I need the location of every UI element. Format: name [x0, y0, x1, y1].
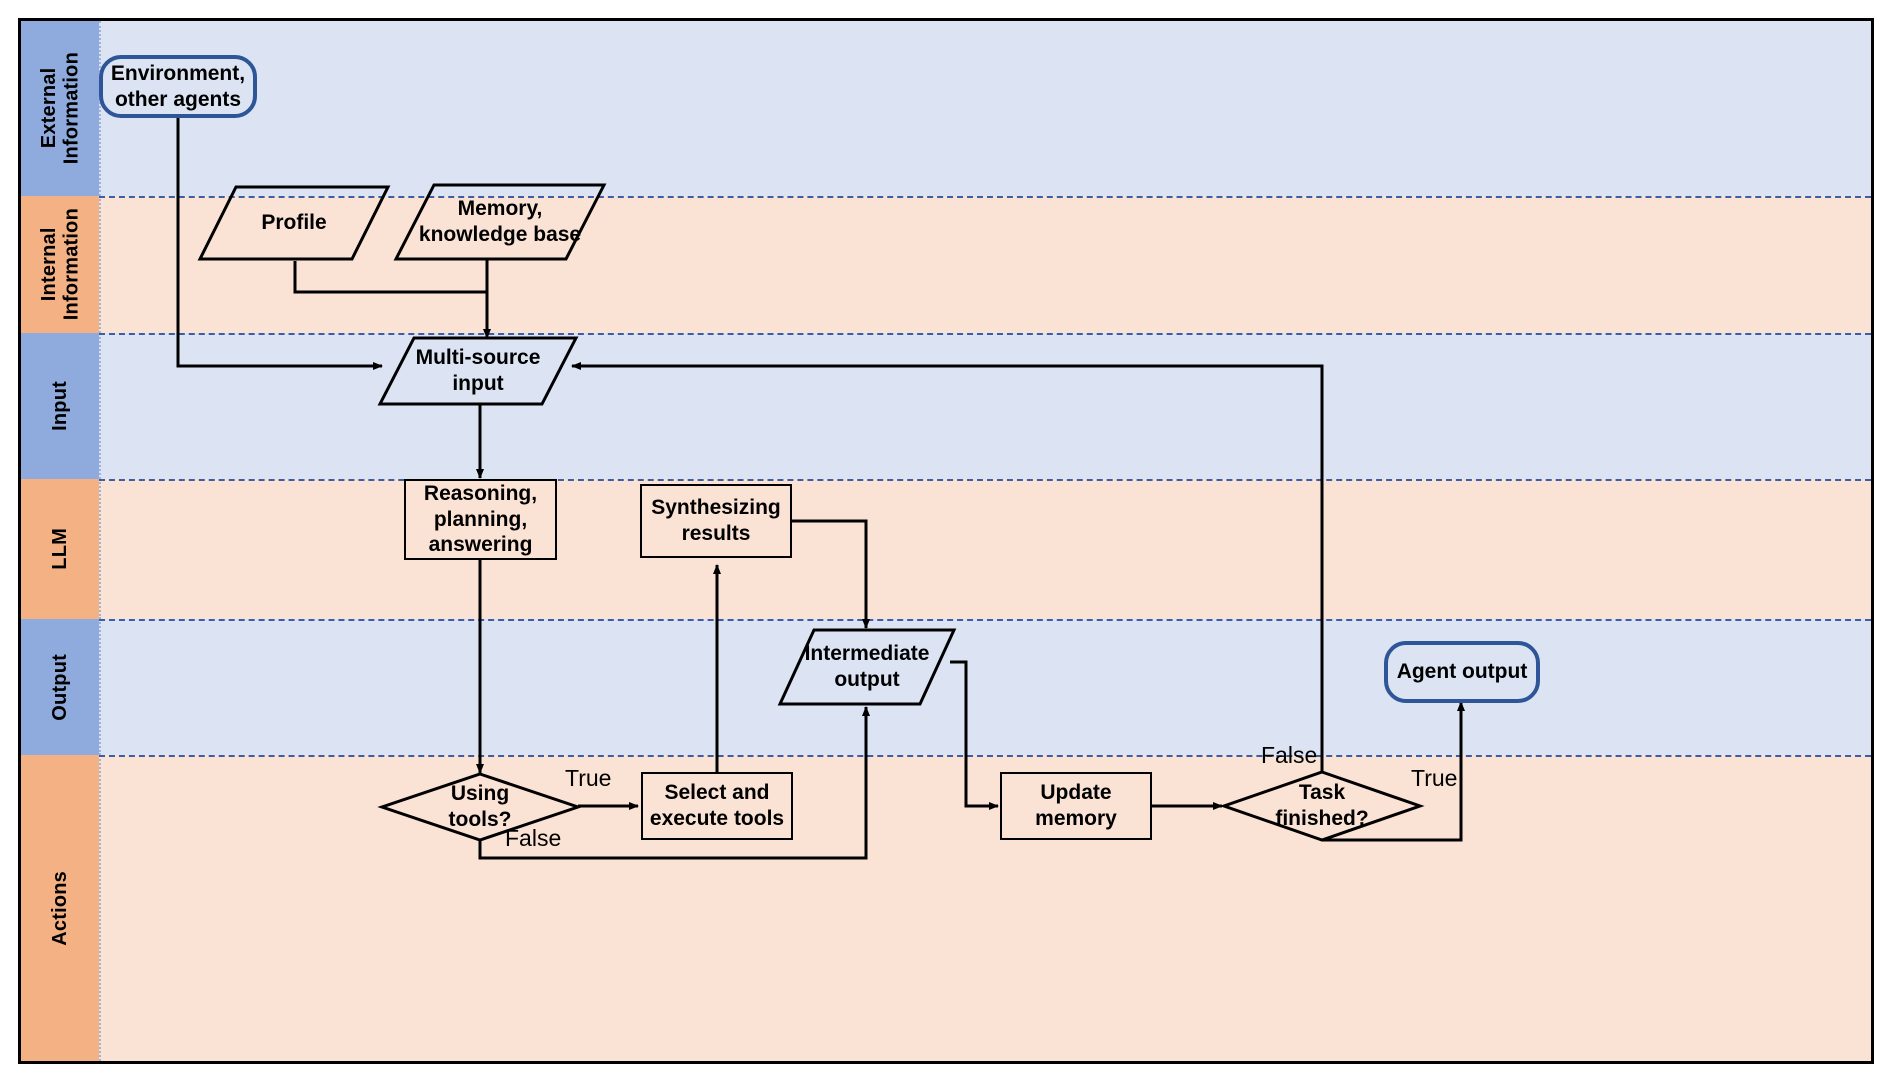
lane-label-external-information: External Information	[37, 52, 82, 165]
lane-body-llm	[99, 479, 1871, 619]
node-label-memory: Memory, knowledge base	[418, 197, 582, 246]
node-reasoning[interactable]: Reasoning, planning, answering	[404, 479, 557, 560]
lane-input: Input	[21, 333, 1871, 479]
lane-separator-2	[99, 333, 1871, 335]
lane-body-actions	[99, 755, 1871, 1061]
lane-header-external-information: External Information	[21, 21, 99, 196]
edge-label-task-finished-false: False	[1261, 742, 1318, 768]
lane-header-divider	[99, 479, 101, 619]
swimlane-frame: External Information Internal Informatio…	[18, 18, 1874, 1064]
node-label-profile: Profile	[261, 211, 327, 235]
node-select-execute[interactable]: Select and execute tools	[641, 772, 793, 840]
node-label-agent-output: Agent output	[1396, 660, 1528, 684]
lane-label-output: Output	[48, 653, 71, 721]
lane-header-divider	[99, 21, 101, 196]
node-profile[interactable]: Profile	[197, 185, 391, 261]
lane-header-output: Output	[21, 619, 99, 755]
edge-label-task-finished-true: True	[1411, 765, 1458, 791]
node-label-environment: Environment, other agents	[110, 61, 246, 111]
lane-separator-3	[99, 479, 1871, 481]
lane-label-llm: LLM	[48, 528, 71, 570]
lane-header-actions: Actions	[21, 755, 99, 1061]
lane-body-output	[99, 619, 1871, 755]
node-label-intermediate-output: Intermediate output	[804, 642, 930, 691]
lane-label-actions: Actions	[48, 870, 71, 946]
lane-llm: LLM	[21, 479, 1871, 619]
node-intermediate-output[interactable]: Intermediate output	[777, 628, 957, 706]
lane-header-divider	[99, 196, 101, 333]
lane-separator-1	[99, 196, 1871, 198]
node-label-multi-source-input: Multi-source input	[415, 346, 541, 395]
lane-header-input: Input	[21, 333, 99, 479]
lane-actions: Actions	[21, 755, 1871, 1061]
node-label-reasoning: Reasoning, planning, answering	[423, 482, 538, 557]
lane-label-internal-information: Internal Information	[37, 208, 82, 321]
node-label-update-memory: Update memory	[1035, 781, 1117, 830]
node-label-synthesizing: Synthesizing results	[651, 496, 781, 545]
lane-separator-5	[99, 755, 1871, 757]
node-agent-output[interactable]: Agent output	[1384, 641, 1540, 703]
edge-label-using-tools-false: False	[505, 825, 562, 851]
node-update-memory[interactable]: Update memory	[1000, 772, 1152, 840]
lane-body-external-information	[99, 21, 1871, 196]
lane-separator-4	[99, 619, 1871, 621]
lane-body-input	[99, 333, 1871, 479]
lane-header-internal-information: Internal Information	[21, 196, 99, 333]
lane-label-input: Input	[48, 381, 71, 431]
node-label-select-execute: Select and execute tools	[649, 781, 785, 830]
lane-header-divider	[99, 755, 101, 1061]
node-label-task-finished: Task finished?	[1275, 781, 1369, 830]
lane-header-divider	[99, 619, 101, 755]
node-multi-source-input[interactable]: Multi-source input	[377, 336, 579, 406]
lane-external-information: External Information	[21, 21, 1871, 196]
node-environment[interactable]: Environment, other agents	[99, 55, 257, 118]
node-synthesizing[interactable]: Synthesizing results	[640, 484, 792, 558]
lane-header-llm: LLM	[21, 479, 99, 619]
lane-header-divider	[99, 333, 101, 479]
edge-label-using-tools-true: True	[565, 765, 612, 791]
node-task-finished[interactable]: Task finished?	[1219, 770, 1425, 842]
node-memory[interactable]: Memory, knowledge base	[393, 183, 607, 261]
